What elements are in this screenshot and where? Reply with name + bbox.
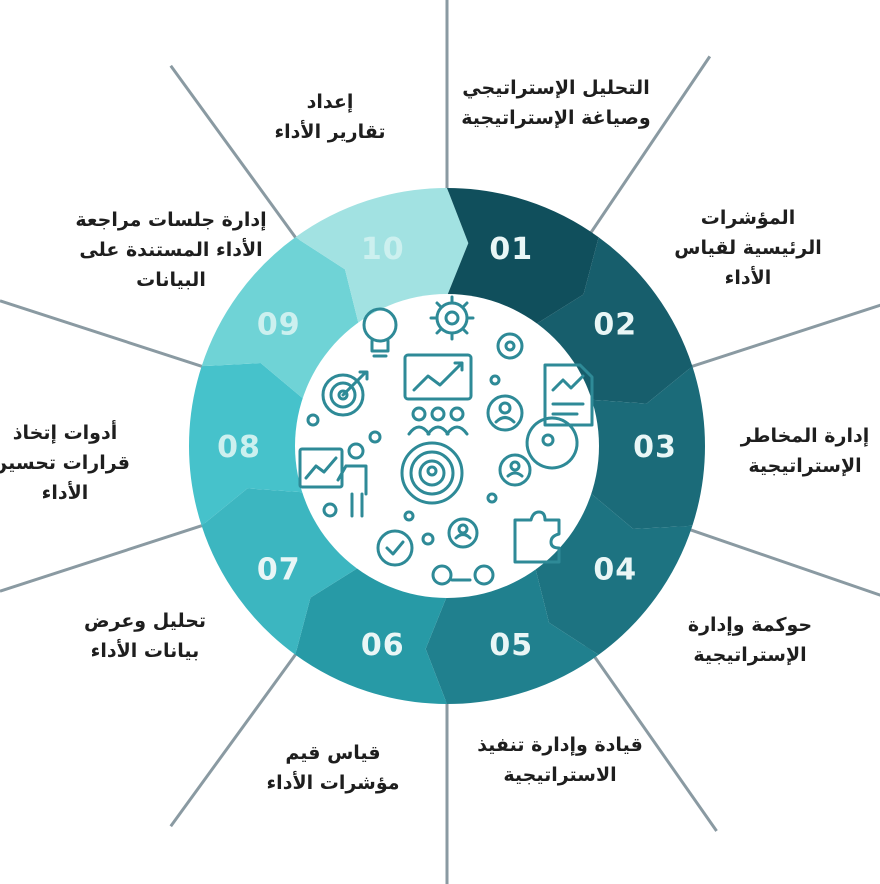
ring-segment-07	[201, 488, 359, 655]
segment-number-04: 04	[593, 552, 637, 587]
ring-segment-05	[425, 567, 599, 704]
segment-label-line: تحليل وعرض	[83, 610, 207, 632]
ring-segment-10	[295, 188, 469, 325]
segment-number-10: 10	[361, 232, 405, 267]
segment-label-line: بيانات الأداء	[90, 640, 200, 662]
ring-segment-03	[589, 366, 705, 529]
center-icon-cluster	[298, 295, 594, 586]
segment-label-line: التحليل الإستراتيجي	[462, 77, 650, 99]
decorative-dot-icon	[306, 374, 555, 546]
ring-segment-09	[201, 237, 359, 400]
report-document-icon	[543, 363, 594, 427]
ring-segment-08	[189, 363, 305, 526]
ring-segment-06	[295, 567, 447, 704]
segment-number-08: 08	[217, 430, 261, 465]
puzzle-icon	[513, 416, 579, 564]
segment-label-line: الإستراتيجية	[693, 644, 807, 666]
segment-label-line: إدارة المخاطر	[740, 425, 870, 447]
lightbulb-icon	[362, 307, 398, 358]
segment-number-03: 03	[633, 430, 677, 465]
segment-label-line: الأداء المستندة على	[79, 239, 263, 261]
presentation-chart-icon	[403, 353, 473, 401]
speech-bubble-icon	[376, 453, 532, 567]
segment-label-10: إعداد تقارير الأداء	[230, 87, 430, 147]
segment-label-08: أدوات إتخاذ قرارات تحسين الأداء	[0, 418, 130, 508]
segment-label-line: الأداء	[41, 482, 89, 504]
segment-label-line: إدارة جلسات مراجعة	[75, 209, 267, 231]
segment-label-line: الاستراتيجية	[503, 764, 617, 786]
segment-number-05: 05	[489, 628, 533, 663]
presenter-icon	[298, 442, 368, 518]
ring-segment-01	[447, 188, 599, 325]
segment-label-line: قيادة وإدارة تنفيذ	[477, 734, 643, 756]
segment-label-line: الأداء	[724, 267, 772, 289]
segment-label-line: الرئيسية لقياس	[674, 237, 822, 259]
segment-label-line: الإستراتيجية	[748, 455, 862, 477]
segment-label-line: المؤشرات	[700, 207, 796, 229]
segment-number-01: 01	[489, 232, 533, 267]
gear-icon	[429, 295, 475, 341]
profile-badge-icon	[486, 394, 524, 432]
ring-segment-02	[535, 237, 693, 404]
target-icon	[321, 370, 369, 417]
segment-label-line: تقارير الأداء	[274, 121, 386, 143]
ring-segment-04	[535, 492, 693, 655]
segment-label-02: التحليل الإستراتيجي وصياغة الإستراتيجية	[436, 73, 676, 133]
segment-label-line: حوكمة وإدارة	[687, 614, 813, 636]
segment-label-line: أدوات إتخاذ	[12, 422, 118, 444]
segment-label-03: إدارة المخاطر الإستراتيجية	[730, 421, 880, 481]
segment-label-07: تحليل وعرض بيانات الأداء	[50, 606, 240, 666]
segment-label-line: البيانات	[136, 269, 206, 291]
segment-label-line: قياس قيم	[285, 742, 381, 764]
segment-numbers: 01 02 03 04 05 06 07 08 09 10	[217, 232, 677, 663]
segment-number-06: 06	[361, 628, 405, 663]
team-icon	[407, 406, 469, 436]
segment-number-02: 02	[593, 308, 637, 343]
segment-label-04: حوكمة وإدارة الإستراتيجية	[650, 610, 850, 670]
segment-label-line: إعداد	[306, 91, 354, 113]
segment-label-line: قرارات تحسين	[0, 452, 130, 474]
segment-number-07: 07	[257, 552, 301, 587]
segment-label-line: مؤشرات الأداء	[266, 772, 400, 794]
segment-label-09: إدارة جلسات مراجعة الأداء المستندة على الب…	[56, 205, 286, 295]
segment-label-line: وصياغة الإستراتيجية	[461, 107, 651, 129]
segment-number-09: 09	[257, 308, 301, 343]
maze-icon	[400, 441, 464, 505]
people-network-icon	[431, 517, 495, 586]
segment-label-05: قيادة وإدارة تنفيذ الاستراتيجية	[440, 730, 680, 790]
segment-label-06: قياس قيم مؤشرات الأداء	[248, 738, 418, 798]
gear-icon	[496, 332, 524, 360]
ring-segments	[189, 188, 705, 704]
segment-label-01: المؤشرات الرئيسية لقياس الأداء	[648, 203, 848, 293]
